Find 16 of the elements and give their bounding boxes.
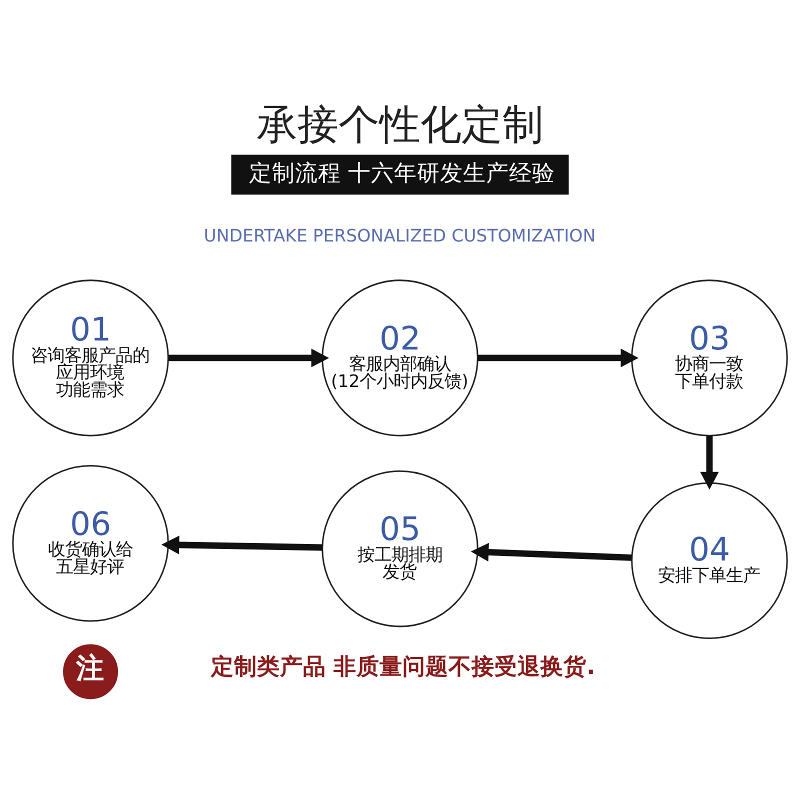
node-box: 定制流程 十六年研发生产经验 (231, 154, 569, 195)
node-circle: 05 按工期排期发货 (322, 470, 478, 628)
arrow (478, 348, 638, 368)
label: UNDERTAKE PERSONALIZED CUSTOMIZATION (204, 226, 596, 246)
node-circle: 04 安排下单生产 (631, 482, 788, 640)
node-circle: 01 咨询客服产品的应用环境功能需求 (12, 280, 169, 436)
arrow (700, 436, 719, 490)
arrow (161, 536, 322, 554)
diagram-title: 承接个性化定制 (256, 100, 544, 148)
arrow (168, 348, 330, 368)
arrow (470, 542, 632, 562)
node-circle: 02 客服内部确认(12个小时内反馈) (322, 280, 478, 436)
node-circle: 注 (63, 644, 118, 700)
node-circle: 06 收货确认给五星好评 (12, 465, 169, 622)
label: 定制类产品 非质量问题不接受退换货. (210, 654, 596, 680)
node-circle: 03 协商一致下单付款 (631, 280, 788, 436)
